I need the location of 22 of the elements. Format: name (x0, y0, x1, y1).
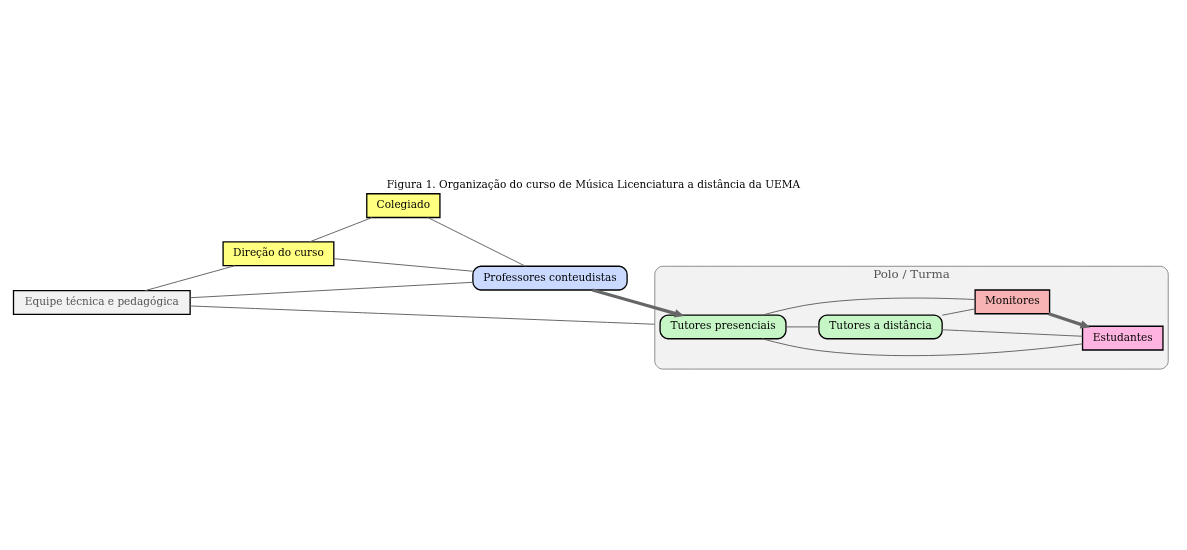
node-box: Professores conteudistas (472, 265, 628, 291)
connector (333, 257, 474, 272)
connector (761, 297, 976, 316)
node-box: Direção do curso (222, 240, 335, 266)
connector (189, 305, 656, 325)
node-box: Colegiado (366, 192, 441, 218)
connector (427, 216, 527, 267)
arrow (1048, 311, 1091, 328)
connector (761, 337, 1083, 356)
arrow (592, 287, 685, 318)
node-box: Tutores presenciais (659, 313, 787, 339)
diagram-title: Figura 1. Organização do curso de Música Licenciatura a distância da UEMA (386, 177, 801, 190)
node-box: Monitores (974, 288, 1051, 314)
connector (941, 307, 976, 316)
connector (785, 325, 820, 327)
connector (941, 328, 1083, 337)
connector (189, 281, 474, 298)
node-box: Estudantes (1081, 325, 1164, 351)
node-box: Equipe técnica e pedagógica (12, 289, 191, 315)
connector (144, 264, 236, 291)
node-box: Tutores a distância (818, 313, 943, 339)
connector (309, 216, 373, 242)
